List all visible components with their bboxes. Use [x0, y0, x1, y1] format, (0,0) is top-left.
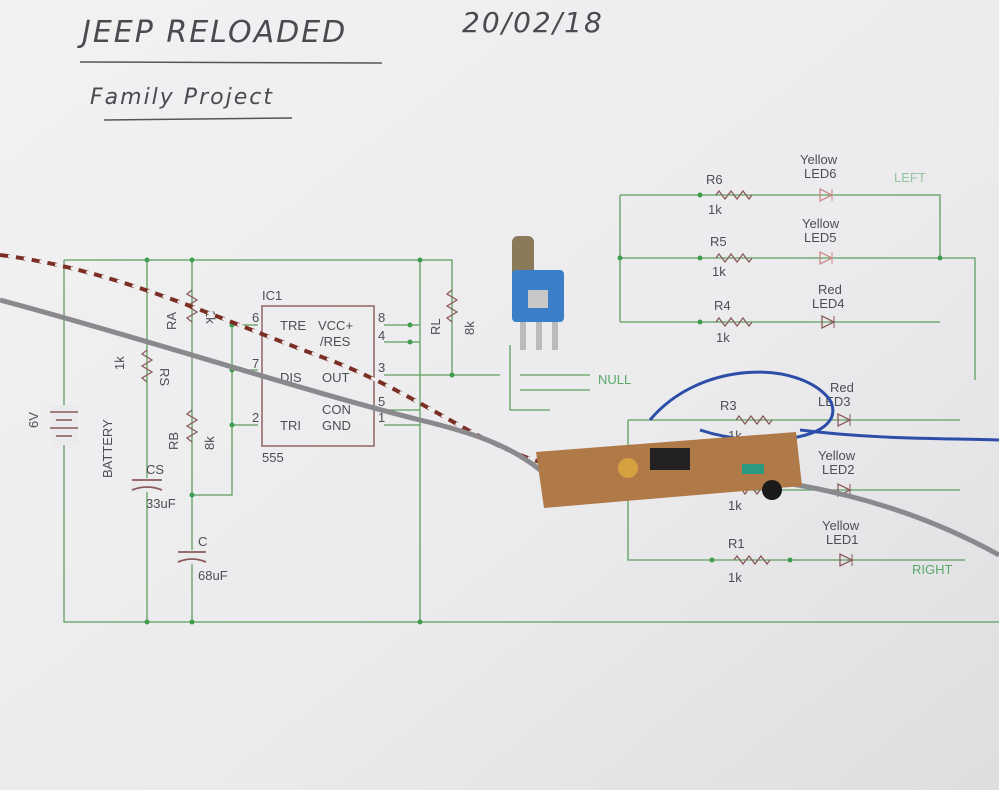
handwritten-date: 20/02/18 [462, 6, 604, 39]
r6-name: R6 [706, 172, 723, 187]
resistor-r6 [715, 189, 753, 201]
pin-number-1: 1 [378, 410, 385, 425]
rl-value: 8k [462, 321, 477, 335]
pin-number-4: 4 [378, 328, 385, 343]
capacitor-c [176, 550, 207, 564]
rs-value: 1k [112, 356, 127, 370]
r6-value: 1k [708, 202, 722, 217]
pin-out: OUT [322, 370, 350, 385]
junction-dots [144, 192, 943, 625]
handwritten-title: JEEP RELOADED [77, 15, 347, 50]
resistor-r4 [715, 316, 753, 328]
pin-tri: TRI [280, 418, 301, 433]
ic-name: IC1 [262, 288, 282, 303]
stripboard-pcb [536, 432, 802, 508]
resistor-r5 [715, 252, 753, 264]
led2-name: LED2 [822, 462, 855, 477]
r5-name: R5 [710, 234, 727, 249]
pin-gnd: GND [322, 418, 351, 433]
battery-voltage: 6V [26, 412, 41, 428]
c-value: 68uF [198, 568, 228, 583]
r1-value: 1k [728, 570, 742, 585]
pin-number-5: 5 [378, 394, 385, 409]
led-symbols [819, 187, 854, 568]
led3-color: Red [830, 380, 854, 395]
pin-number-6: 6 [252, 310, 259, 325]
title-underline [79, 61, 383, 64]
pin-number-2: 2 [252, 410, 259, 425]
r1-name: R1 [728, 536, 745, 551]
rs-name: RS [157, 368, 172, 386]
cs-name: CS [146, 462, 164, 477]
led4-color: Red [818, 282, 842, 297]
pin-number-7: 7 [252, 356, 259, 371]
led3-name: LED3 [818, 394, 851, 409]
c-name: C [198, 534, 207, 549]
led1-color: Yellow [822, 518, 860, 533]
pin-number-3: 3 [378, 360, 385, 375]
net-left: LEFT [894, 170, 926, 185]
net-right: RIGHT [912, 562, 953, 577]
pin-vcc: VCC+ [318, 318, 353, 333]
led1-name: LED1 [826, 532, 859, 547]
pin-number-8: 8 [378, 310, 385, 325]
capacitor-cs [130, 478, 163, 492]
battery-name: BATTERY [100, 419, 115, 478]
led6-color: Yellow [800, 152, 838, 167]
rl-name: RL [428, 318, 443, 335]
pin-con: CON [322, 402, 351, 417]
cs-value: 33uF [146, 496, 176, 511]
r4-name: R4 [714, 298, 731, 313]
rb-value: 8k [202, 436, 217, 450]
resistor-rb [185, 409, 199, 443]
rb-name: RB [166, 432, 181, 450]
ra-name: RA [164, 312, 179, 330]
net-null: NULL [598, 372, 631, 387]
led5-name: LED5 [804, 230, 837, 245]
pin-tre: TRE [280, 318, 306, 333]
r4-value: 1k [716, 330, 730, 345]
ic-part: 555 [262, 450, 284, 465]
r2-value: 1k [728, 498, 742, 513]
pin-res: /RES [320, 334, 351, 349]
led4-name: LED4 [812, 296, 845, 311]
r5-value: 1k [712, 264, 726, 279]
twisted-cable [0, 253, 999, 558]
resistor-rl [445, 289, 459, 323]
led5-color: Yellow [802, 216, 840, 231]
handwritten-subtitle: Family Project [90, 85, 274, 110]
resistor-rs [140, 349, 154, 383]
resistor-r1 [733, 554, 771, 566]
subtitle-underline [103, 117, 293, 121]
battery-symbol [50, 405, 78, 445]
toggle-switch-photo [512, 236, 564, 350]
led2-color: Yellow [818, 448, 856, 463]
r3-name: R3 [720, 398, 737, 413]
resistor-r3 [735, 414, 773, 426]
led6-name: LED6 [804, 166, 837, 181]
